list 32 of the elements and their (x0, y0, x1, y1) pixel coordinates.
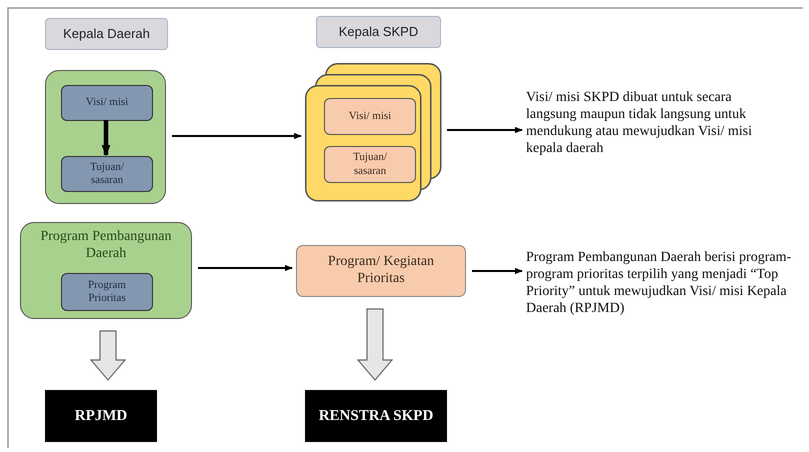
arrow (447, 126, 523, 134)
box-label: Tujuan/ sasaran (89, 160, 125, 188)
process-box (61, 85, 153, 121)
process-box (324, 146, 416, 183)
block-arrow (90, 330, 126, 381)
header-box (45, 18, 168, 50)
process-box (296, 245, 466, 297)
process-box (61, 156, 153, 192)
block-arrow (356, 308, 394, 381)
output-box (45, 390, 157, 442)
box-label: Kepala SKPD (338, 24, 418, 40)
box-label: RPJMD (74, 407, 128, 425)
process-box (61, 273, 153, 311)
box-label: Program/ Kegiatan Prioritas (326, 254, 436, 288)
group-box (45, 70, 166, 204)
arrow (472, 268, 523, 274)
note-text: Program Pembangunan Daerah berisi program-program prioritas terpilih yang menjadi “Top Priority” untuk mewujudkan Visi/ misi Kepala Daerah (RPJMD) (526, 250, 792, 318)
group-box (20, 222, 192, 319)
arrow (102, 120, 110, 156)
process-box (324, 98, 416, 135)
note-text: Visi/ misi SKPD dibuat untuk secara langsung maupun tidak langsung untuk mendukung atau mewujudkan Visi/ misi kepala daerah (526, 90, 753, 158)
box-label: Kepala Daerah (63, 26, 150, 42)
arrow (198, 264, 293, 272)
box-label: Program Prioritas (87, 278, 127, 306)
box-label: Visi/ misi (348, 110, 392, 124)
box-label: Tujuan/ sasaran (352, 151, 388, 178)
box-label: RENSTRA SKPD (318, 407, 434, 425)
box-label: Visi/ misi (84, 96, 130, 110)
arrow (172, 132, 302, 140)
header-box (316, 16, 441, 48)
box-label: Program Pembangunan Daerah (39, 229, 173, 263)
output-box (305, 390, 447, 442)
